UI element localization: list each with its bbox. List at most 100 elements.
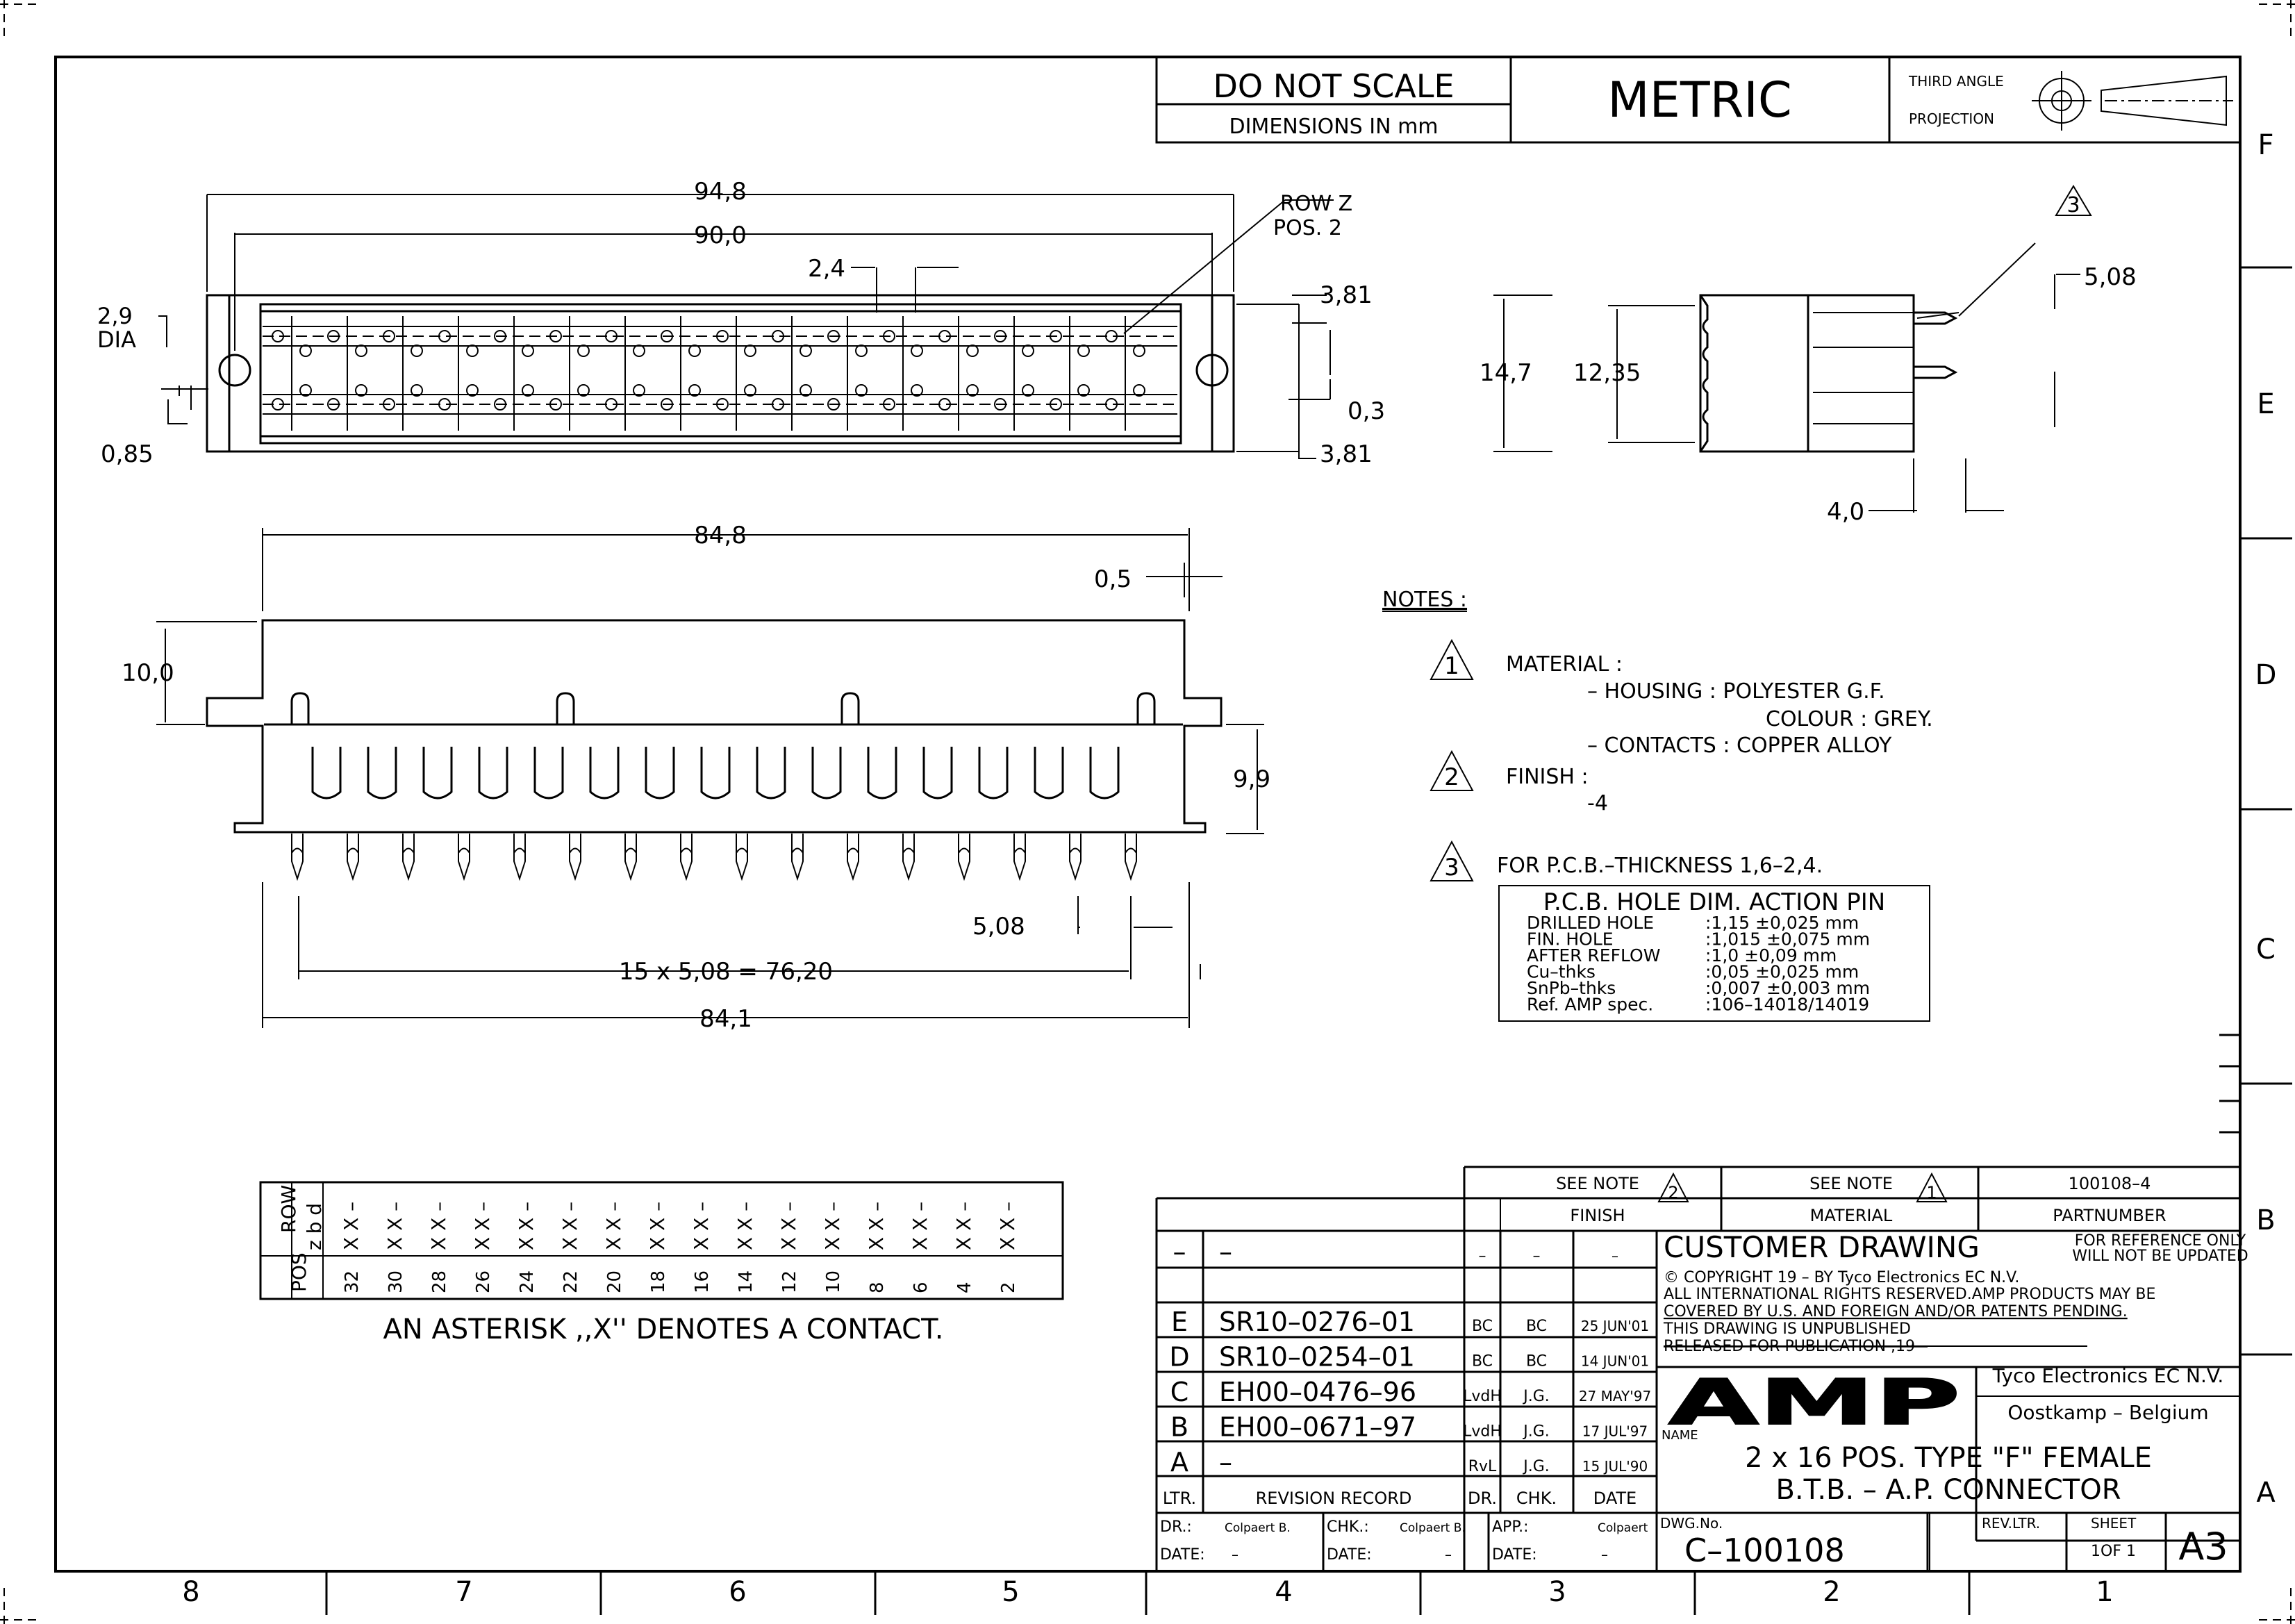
zone-row-b: B xyxy=(2256,1204,2275,1236)
top-pin-hole xyxy=(744,384,756,397)
front-dim-99: 9,9 xyxy=(1233,765,1270,793)
top-pin-hole xyxy=(327,330,340,342)
pos-table-position: 6 xyxy=(911,1282,931,1293)
note2-finish: FINISH : xyxy=(1506,765,1589,789)
top-pin-hole xyxy=(327,398,340,411)
rev-ltr: E xyxy=(1171,1307,1188,1337)
top-pin-hole xyxy=(466,384,479,397)
pos-table-position: 28 xyxy=(429,1270,450,1293)
rev-ltr: C xyxy=(1170,1377,1189,1407)
top-pin-hole xyxy=(466,345,479,357)
pos-table-position: 16 xyxy=(692,1270,713,1293)
material-label: MATERIAL xyxy=(1810,1206,1893,1225)
top-pin-hole xyxy=(577,345,590,357)
rev-date: 17 JUL'97 xyxy=(1582,1423,1648,1440)
top-pin-hole xyxy=(716,398,729,411)
company-name: Tyco Electronics EC N.V. xyxy=(1992,1364,2224,1387)
material-see-note: SEE NOTE xyxy=(1809,1174,1893,1193)
top-pin-hole xyxy=(549,330,562,342)
top-pin-hole xyxy=(522,384,534,397)
top-pin-hole xyxy=(633,384,645,397)
rev-record: EH00–0671–97 xyxy=(1219,1412,1416,1443)
top-pin-hole xyxy=(438,330,451,342)
note3-text: FOR P.C.B.–THICKNESS 1,6–2,4. xyxy=(1497,854,1823,878)
rev-ltr: B xyxy=(1170,1412,1188,1443)
rev-hdr-ltr: LTR. xyxy=(1163,1489,1196,1508)
rev-chk: J.G. xyxy=(1522,1388,1550,1405)
dr-value: Colpaert B. xyxy=(1225,1521,1291,1535)
pos-table-position: 32 xyxy=(342,1270,363,1293)
pcb-row-label: Cu–thks xyxy=(1527,962,1596,982)
front-slot xyxy=(700,747,731,799)
pos-table-position: 18 xyxy=(648,1270,669,1293)
app-value: Colpaert xyxy=(1598,1521,1648,1535)
top-dim-hole-dia: 2,9 xyxy=(97,303,133,329)
front-slot xyxy=(422,747,453,799)
pos-table-position: 10 xyxy=(823,1270,844,1293)
pos-table-footnote: AN ASTERISK ,,X'' DENOTES A CONTACT. xyxy=(383,1314,944,1345)
front-pin xyxy=(847,834,859,881)
top-dim-row-pitch: 2,4 xyxy=(808,255,845,283)
top-pin-hole xyxy=(577,384,590,397)
drawing-name-line2: B.T.B. – A.P. CONNECTOR xyxy=(1775,1474,2121,1506)
pcb-row-value: :1,015 ±0,075 mm xyxy=(1705,929,1870,950)
pcb-row-label: FIN. HOLE xyxy=(1527,929,1614,950)
name-label: NAME xyxy=(1662,1428,1698,1443)
rev-hdr-date: DATE xyxy=(1593,1489,1637,1508)
pos-table-marks: X X – xyxy=(340,1202,363,1250)
material-note1-flag-icon xyxy=(1916,1172,1948,1202)
front-pin xyxy=(902,834,915,881)
rev-ltr: D xyxy=(1169,1342,1189,1373)
note2-value: -4 xyxy=(1587,791,1608,815)
front-slot xyxy=(645,747,675,799)
note3-flag-icon xyxy=(1430,840,1474,881)
top-pin-hole xyxy=(383,398,395,411)
top-pin-hole xyxy=(966,345,979,357)
rev-date: 25 JUN'01 xyxy=(1581,1318,1649,1334)
pos-table-marks: X X – xyxy=(646,1202,669,1250)
front-pin xyxy=(1069,834,1082,881)
chk-date-value: – xyxy=(1445,1546,1452,1563)
top-pos-label: POS. 2 xyxy=(1273,216,1342,240)
top-pin-hole xyxy=(633,345,645,357)
top-pin-hole xyxy=(911,384,923,397)
pcb-row-value: :1,15 ±0,025 mm xyxy=(1705,913,1859,933)
unpublished-line: THIS DRAWING IS UNPUBLISHED xyxy=(1663,1320,1911,1338)
front-slot xyxy=(478,747,508,799)
pos-table-marks: X X – xyxy=(865,1202,888,1250)
pos-table-marks: X X – xyxy=(602,1202,625,1250)
top-pin-hole xyxy=(966,384,979,397)
front-slot xyxy=(922,747,953,799)
top-pin-hole xyxy=(799,384,812,397)
pos-table-marks: X X – xyxy=(909,1202,931,1250)
top-pin-hole xyxy=(855,345,868,357)
pcb-row-label: AFTER REFLOW xyxy=(1527,945,1660,966)
rev-date: 15 JUL'90 xyxy=(1582,1458,1648,1475)
top-pin-hole xyxy=(494,398,506,411)
top-pin-hole xyxy=(549,398,562,411)
side-dim-1235: 12,35 xyxy=(1573,359,1641,387)
pos-table-marks: X X – xyxy=(515,1202,538,1250)
front-dim-508: 5,08 xyxy=(972,913,1025,941)
top-pin-hole xyxy=(355,345,367,357)
top-pin-hole xyxy=(1077,384,1090,397)
top-pin-hole xyxy=(1022,345,1034,357)
pcb-row-value: :0,05 ±0,025 mm xyxy=(1705,962,1859,982)
rev-record: EH00–0476–96 xyxy=(1219,1377,1416,1407)
zone-row-a: A xyxy=(2256,1477,2276,1509)
front-view-slots xyxy=(311,747,1120,799)
rev-date: – xyxy=(1612,1248,1618,1264)
rev-chk: BC xyxy=(1526,1353,1547,1370)
pos-table-position: 20 xyxy=(604,1270,625,1293)
front-view-pins xyxy=(291,834,1137,881)
rev-hdr-chk: CHK. xyxy=(1516,1489,1557,1508)
will-not-be-updated: WILL NOT BE UPDATED xyxy=(2072,1248,2248,1265)
material-note-number: 1 xyxy=(1926,1183,1937,1202)
side-view: 3 14,7 12,35 5,08 4,0 xyxy=(1480,185,2137,526)
top-dim-overall: 94,8 xyxy=(694,178,747,206)
top-pin-hole xyxy=(744,345,756,357)
pcb-row-label: SnPb–thks xyxy=(1527,978,1616,998)
top-pin-hole xyxy=(355,384,367,397)
top-pin-hole xyxy=(1133,345,1145,357)
